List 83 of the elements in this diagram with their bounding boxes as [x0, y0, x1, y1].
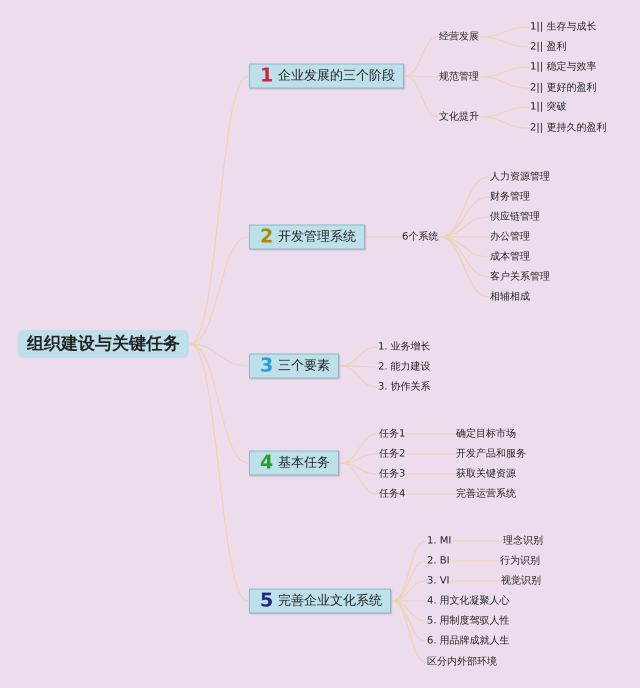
branch-line [405, 75, 438, 118]
branch-label: 人力资源管理 [490, 170, 550, 184]
branch-line [392, 600, 426, 663]
branch-label: 1|| 生存与成长 [530, 20, 596, 34]
branch-line [439, 236, 490, 278]
branch-label: 成本管理 [490, 250, 530, 264]
branch-line [406, 433, 455, 435]
branch-line [480, 76, 530, 89]
topic-box [249, 354, 340, 378]
branch-line [340, 346, 378, 367]
branch-label: 2|| 更好的盈利 [530, 82, 596, 94]
topic-box [249, 224, 366, 250]
branch-label: 3. VI [427, 574, 450, 588]
branch-label: 开发产品和服务 [456, 448, 526, 460]
branch-label: 完善运营系统 [456, 488, 516, 500]
branch-label: 6. 用品牌成就人生 [427, 634, 510, 648]
branch-line [450, 560, 499, 562]
branch-line [452, 540, 502, 542]
branch-label: 相辅相成 [490, 290, 530, 304]
branch-label: 规范管理 [439, 70, 479, 84]
step-number: 3 [260, 354, 274, 376]
branch-line [392, 540, 426, 602]
branch-line [480, 116, 530, 129]
branch-label: 理念识别 [503, 534, 543, 548]
branch-label: 5. 用制度驾驭人性 [427, 614, 510, 628]
topic-title: 企业发展的三个阶段 [278, 68, 396, 84]
branch-label: 2|| 更持久的盈利 [530, 122, 606, 134]
branch-label: 2. BI [427, 554, 450, 568]
branch-line [190, 76, 248, 344]
topic-title: 完善企业文化系统 [278, 594, 382, 608]
central-topic: 组织建设与关键任务 [18, 330, 189, 358]
topic-title: 基本任务 [278, 456, 330, 470]
branch-label: 文化提升 [439, 110, 479, 124]
branch-line [340, 365, 378, 388]
branch-line [190, 343, 248, 464]
branch-line [405, 36, 438, 77]
branch-line [406, 493, 455, 495]
branch-label: 区分内外部环境 [427, 656, 497, 668]
branch-label: 2|| 盈利 [530, 40, 566, 54]
branch-label: 4. 用文化凝聚人心 [427, 594, 510, 608]
branch-label: 供应链管理 [490, 210, 540, 224]
branch-line [340, 462, 378, 495]
branch-line [450, 580, 500, 582]
branch-label: 财务管理 [490, 190, 530, 204]
branch-label: 行为识别 [500, 554, 540, 568]
step-number: 5 [260, 590, 274, 612]
topic-title: 开发管理系统 [278, 230, 356, 244]
branch-label: 2. 能力建设 [378, 360, 431, 374]
branch-label: 3. 协作关系 [378, 380, 431, 394]
branch-line [439, 196, 490, 238]
branch-label: 获取关键资源 [456, 468, 516, 480]
branch-line [190, 236, 248, 345]
branch-label: 任务1 [379, 428, 406, 440]
branch-label: 任务4 [379, 488, 406, 500]
branch-label: 经营发展 [439, 30, 479, 44]
branch-label: 1|| 稳定与效率 [530, 60, 596, 74]
branch-line [340, 433, 378, 464]
branch-label: 任务3 [379, 468, 406, 480]
branch-label: 确定目标市场 [456, 428, 516, 440]
topic-box [249, 588, 392, 614]
branch-label: 1. 业务增长 [378, 340, 431, 354]
branch-label: 1|| 突破 [530, 100, 566, 114]
step-number: 2 [260, 226, 274, 248]
topic-box [249, 64, 404, 88]
branch-label: 1. MI [427, 534, 452, 548]
branch-line [406, 453, 455, 455]
step-number: 1 [260, 64, 274, 86]
branch-line [480, 36, 530, 48]
branch-label: 任务2 [379, 448, 406, 460]
topic-box [249, 450, 340, 476]
branch-label: 办公管理 [490, 230, 530, 244]
branch-line [190, 343, 248, 367]
branch-label: 客户关系管理 [490, 270, 550, 284]
branch-line [190, 344, 248, 602]
branch-line [405, 75, 438, 78]
branch-line [366, 236, 401, 238]
branch-line [439, 236, 490, 298]
topic-title: 三个要素 [278, 358, 330, 374]
branch-label: 视觉识别 [501, 574, 541, 588]
branch-line [406, 473, 455, 475]
step-number: 4 [260, 452, 274, 474]
branch-line [392, 560, 426, 602]
branch-label: 6个系统 [402, 230, 438, 244]
